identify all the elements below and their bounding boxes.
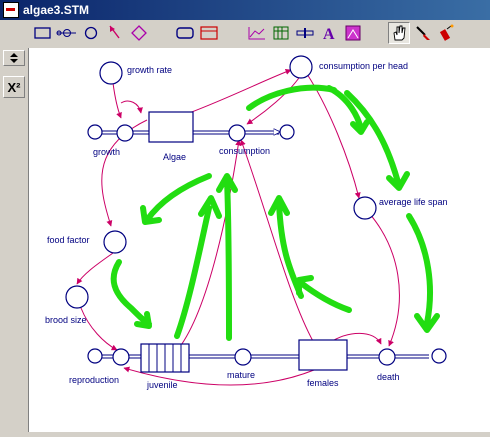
converter-food-factor [103, 230, 127, 254]
stock-juvenile[interactable] [140, 343, 190, 373]
toolbar: A [0, 20, 490, 49]
sigma-toggle-button[interactable]: X² [3, 76, 25, 98]
annotation-arrows [110, 84, 440, 341]
label-algae: Algae [163, 152, 186, 162]
label-consumption: consumption [219, 146, 270, 156]
title-bar: algae3.STM [0, 0, 490, 20]
annotation-arrow-up-1 [174, 195, 222, 339]
source-cloud-reproduction [87, 348, 103, 364]
converter-tool-icon[interactable] [80, 22, 102, 44]
stock-algae[interactable] [148, 111, 194, 143]
source-cloud-growth [87, 124, 103, 140]
valve-reproduction [112, 348, 130, 366]
image-tool-icon[interactable] [342, 22, 364, 44]
valve-consumption [228, 124, 246, 142]
flow-tool-icon[interactable] [56, 22, 78, 44]
window-title: algae3.STM [23, 3, 90, 17]
side-panel: X² [0, 48, 29, 432]
clouds [87, 124, 447, 364]
valve-death [378, 348, 396, 366]
valve-mature [234, 348, 252, 366]
label-juvenile: juvenile [146, 380, 178, 390]
label-mature: mature [227, 370, 255, 380]
label-consumption-per-head: consumption per head [319, 61, 408, 71]
graph-tool-icon[interactable] [246, 22, 268, 44]
slider-tool-icon[interactable] [294, 22, 316, 44]
converter-average-life-span [353, 196, 377, 220]
valve-growth [116, 124, 134, 142]
module-tool-icon[interactable] [174, 22, 196, 44]
connectors [76, 69, 400, 386]
scroll-arrows-button[interactable] [3, 50, 25, 66]
table-tool-icon[interactable] [270, 22, 292, 44]
converter-brood-size [65, 285, 89, 309]
sector-tool-icon[interactable] [198, 22, 220, 44]
decision-tool-icon[interactable] [128, 22, 150, 44]
paintbrush-tool-icon[interactable] [412, 22, 434, 44]
stella-diagram: growth rate consumption per head growth … [45, 55, 448, 390]
annotation-arrow-left [140, 173, 212, 225]
stock-females[interactable] [298, 339, 348, 371]
converter-growth-rate [99, 61, 123, 85]
valves [112, 124, 396, 366]
label-females: females [307, 378, 339, 388]
label-growth-rate: growth rate [127, 65, 172, 75]
dynamite-tool-icon[interactable] [436, 22, 458, 44]
converter-consumption-per-head [289, 55, 313, 79]
annotation-arrow-right [406, 213, 440, 333]
sink-cloud-death [431, 348, 447, 364]
app-icon [3, 2, 19, 18]
converters [65, 55, 377, 309]
label-reproduction: reproduction [69, 375, 119, 385]
label-food-factor: food factor [47, 235, 90, 245]
label-growth: growth [93, 147, 120, 157]
annotation-arrow-up-2 [216, 173, 238, 341]
label-average-life-span: average life span [379, 197, 448, 207]
connector-tool-icon[interactable] [104, 22, 126, 44]
sink-cloud-consumption [279, 124, 295, 140]
svg-text:A: A [323, 26, 335, 42]
label-brood-size: brood size [45, 315, 87, 325]
model-canvas[interactable]: growth rate consumption per head growth … [29, 48, 490, 432]
stock-tool-icon[interactable] [32, 22, 54, 44]
hand-tool-icon[interactable] [388, 22, 410, 44]
text-tool-icon[interactable]: A [318, 22, 340, 44]
label-death: death [377, 372, 400, 382]
annotation-arrow-top [246, 84, 337, 111]
